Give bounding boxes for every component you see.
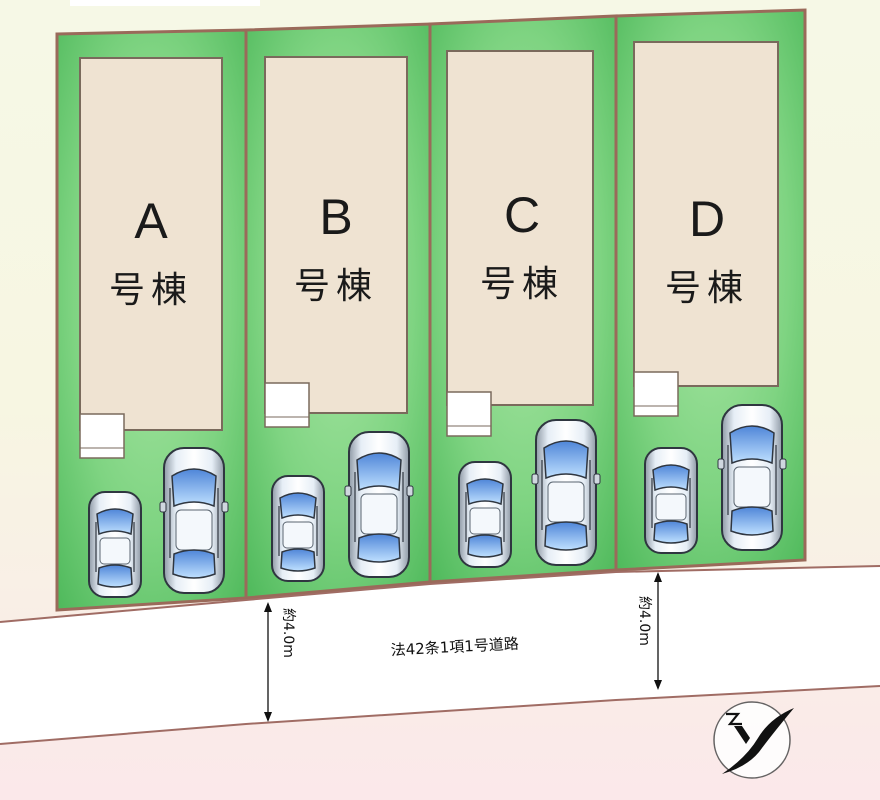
lot-d[interactable]: D 号棟 — [614, 8, 807, 572]
entrance-porch — [446, 391, 492, 437]
house-footprint — [446, 50, 594, 406]
lot-letter: C — [504, 187, 540, 243]
parking-car-icon — [644, 447, 698, 554]
parking-car-icon — [458, 461, 512, 568]
house-footprint — [79, 57, 223, 431]
parking-car-icon — [271, 475, 325, 582]
road-width-dimension-left: 約4.0m — [264, 602, 296, 722]
parking-car-icon — [344, 431, 414, 578]
top-edge-strip — [70, 0, 260, 6]
road-width-label: 約4.0m — [636, 596, 652, 646]
lot-suffix: 号棟 — [109, 270, 193, 311]
house-footprint — [633, 41, 779, 387]
parking-car-icon — [159, 447, 229, 594]
lot-letter: A — [134, 193, 168, 249]
road: 法42条1項1号道路 — [0, 565, 880, 745]
north-arrow-icon — [713, 701, 794, 779]
entrance-porch — [79, 413, 125, 459]
lot-letter: D — [689, 191, 725, 247]
house-footprint — [264, 56, 408, 414]
lot-c[interactable]: C 号棟 — [428, 14, 618, 584]
parking-car-icon — [531, 419, 601, 566]
road-width-label: 約4.0m — [280, 608, 296, 658]
lot-suffix: 号棟 — [294, 266, 378, 307]
lot-a[interactable]: A 号棟 — [55, 28, 248, 612]
lot-suffix: 号棟 — [665, 268, 749, 309]
road-width-dimension-right: 約4.0m — [636, 572, 662, 690]
lot-suffix: 号棟 — [480, 264, 564, 305]
lot-b[interactable]: B 号棟 — [244, 22, 432, 600]
parking-car-icon — [88, 491, 142, 598]
parking-car-icon — [717, 404, 787, 551]
lot-letter: B — [319, 189, 352, 245]
entrance-porch — [633, 371, 679, 417]
entrance-porch — [264, 382, 310, 428]
